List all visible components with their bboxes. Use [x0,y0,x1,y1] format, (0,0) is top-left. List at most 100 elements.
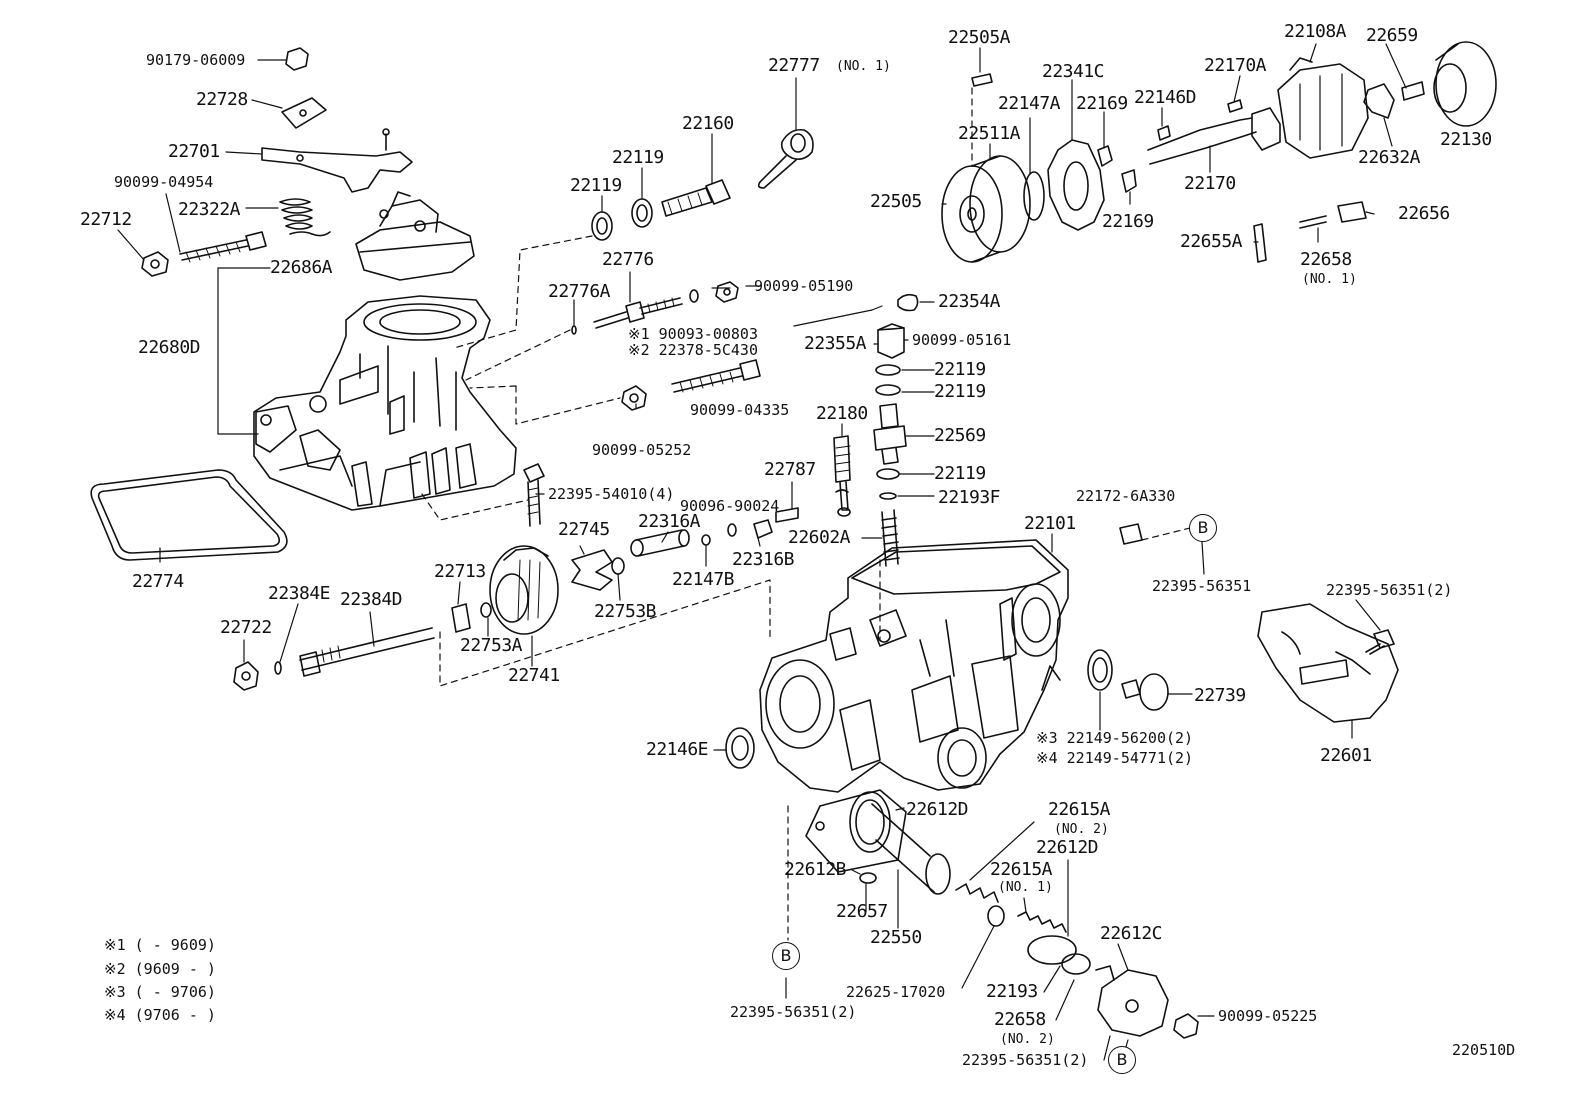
footnote-2: ※2 (9609 - ) [104,960,216,978]
label-22655a: 22655A [1180,231,1243,252]
label-22170: 22170 [1184,173,1236,194]
label-22658-b: 22658 [994,1009,1046,1030]
label-22378-5c430: ※2 22378-5C430 [628,341,758,359]
label-22787: 22787 [764,459,816,480]
label-22170a: 22170A [1204,55,1267,76]
label-90099-05225: 90099-05225 [1218,1007,1318,1025]
label-90099-04335: 90099-04335 [690,401,790,419]
label-22119-a: 22119 [612,147,664,168]
label-22615a-b-note: (NO. 1) [998,880,1053,895]
label-22777-note: (NO. 1) [836,59,891,74]
label-22686a: 22686A [270,257,333,278]
label-22741: 22741 [508,665,560,686]
label-22322a: 22322A [178,199,241,220]
label-22160: 22160 [682,113,734,134]
governor-housing [253,295,517,511]
label-22713: 22713 [434,561,486,582]
label-22753a: 22753A [460,635,523,656]
ref-circle-b: B [1108,1046,1136,1074]
label-90179-06009: 90179-06009 [146,51,246,69]
label-90093-00803: ※1 90093-00803 [628,325,758,343]
footnote-3: ※3 ( - 9706) [104,983,216,1001]
ref-circle-b: B [772,942,800,970]
label-90099-05190: 90099-05190 [754,277,854,295]
drive-parts-group [941,41,1497,263]
label-22612d-a: 22612D [906,799,969,820]
label-22193: 22193 [986,981,1038,1002]
label-22130: 22130 [1440,129,1492,150]
label-22776a: 22776A [548,281,611,302]
governor-shaft-group [233,545,559,691]
label-22658-b-note: (NO. 2) [1000,1032,1055,1047]
label-22776: 22776 [602,249,654,270]
label-22101: 22101 [1024,513,1076,534]
label-22615a-a: 22615A [1048,799,1111,820]
label-22657: 22657 [836,901,888,922]
label-22149-54771: ※4 22149-54771(2) [1036,749,1194,767]
label-22625-17020: 22625-17020 [846,983,946,1001]
label-22169-a: 22169 [1076,93,1128,114]
label-22505a: 22505A [948,27,1011,48]
plate-22601 [1257,603,1399,723]
label-22753b: 22753B [594,601,657,622]
label-22395-56351-c: 22395-56351(2) [730,1003,857,1021]
label-22119-d: 22119 [934,381,986,402]
label-22119-e: 22119 [934,463,986,484]
gasket-22774 [90,469,288,561]
label-22601: 22601 [1320,745,1372,766]
label-22659: 22659 [1366,25,1418,46]
label-22745: 22745 [558,519,610,540]
label-22395-56351-b: 22395-56351(2) [1326,581,1453,599]
label-22680d: 22680D [138,337,201,358]
label-22172-6a330: 22172-6A330 [1076,487,1176,505]
label-22146e: 22146E [646,739,709,760]
label-22384d: 22384D [340,589,403,610]
leader-lines [117,43,1407,1061]
label-22658-a-note: (NO. 1) [1302,272,1357,287]
ref-circle-b: B [1189,514,1217,542]
label-22739: 22739 [1194,685,1246,706]
label-90096-90024: 90096-90024 [680,497,780,515]
label-22395-56351-a: 22395-56351 [1152,577,1252,595]
diagram-code: 220510D [1452,1041,1516,1059]
governor-cover-group [141,47,475,281]
label-22774: 22774 [132,571,184,592]
label-22180: 22180 [816,403,868,424]
pump-housing [759,539,1069,793]
label-22169-b: 22169 [1102,211,1154,232]
label-22119-c: 22119 [934,359,986,380]
label-22395-54010: 22395-54010(4) [548,485,675,503]
label-22355a: 22355A [804,333,867,354]
label-22656: 22656 [1398,203,1450,224]
label-22341c: 22341C [1042,61,1105,82]
label-22569: 22569 [934,425,986,446]
label-22658-a: 22658 [1300,249,1352,270]
label-22147a: 22147A [998,93,1061,114]
label-22712: 22712 [80,209,132,230]
label-22108a: 22108A [1284,21,1347,42]
label-22615a-b: 22615A [990,859,1053,880]
label-22722: 22722 [220,617,272,638]
label-22149-56200: ※3 22149-56200(2) [1036,729,1194,747]
label-22316b: 22316B [732,549,795,570]
bottom-parts-group [805,789,1199,1039]
label-22511a: 22511A [958,123,1021,144]
label-22612b: 22612B [784,859,847,880]
label-22316a: 22316A [638,511,701,532]
label-22777: 22777 [768,55,820,76]
label-22728: 22728 [196,89,248,110]
footnote-4: ※4 (9706 - ) [104,1006,216,1024]
label-22354a: 22354A [938,291,1001,312]
label-22193f: 22193F [938,487,1001,508]
label-90099-05252: 90099-05252 [592,441,692,459]
label-22395-56351-d: 22395-56351(2) [962,1051,1089,1069]
label-22701: 22701 [168,141,220,162]
label-22384e: 22384E [268,583,331,604]
label-22612c: 22612C [1100,923,1163,944]
label-22632a: 22632A [1358,147,1421,168]
label-22119-b: 22119 [570,175,622,196]
label-22505: 22505 [870,191,922,212]
label-22615a-a-note: (NO. 2) [1054,822,1109,837]
